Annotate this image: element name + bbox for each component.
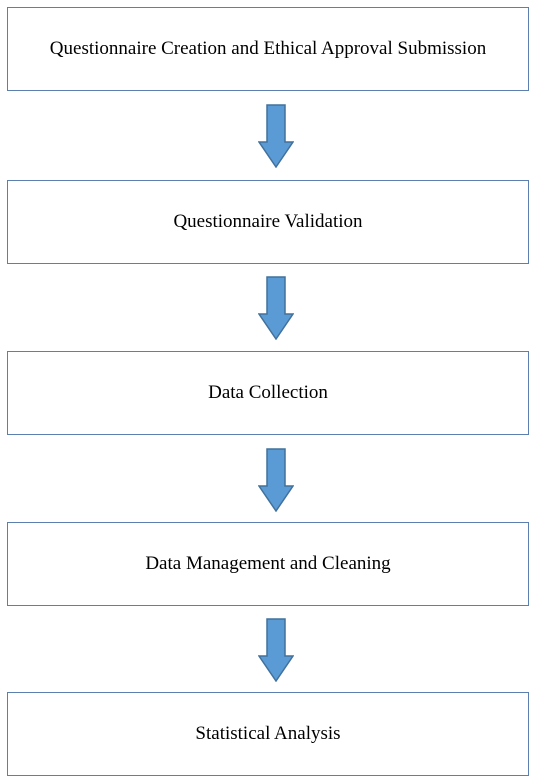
step-label: Data Management and Cleaning: [145, 553, 391, 574]
step-label: Questionnaire Creation and Ethical Appro…: [49, 38, 487, 59]
step-label: Questionnaire Validation: [173, 211, 363, 232]
down-arrow-icon: [258, 276, 294, 340]
step-label: Data Collection: [208, 382, 328, 403]
step-box-questionnaire-validation: Questionnaire Validation: [7, 180, 529, 264]
down-arrow-icon: [258, 448, 294, 512]
step-box-questionnaire-creation: Questionnaire Creation and Ethical Appro…: [7, 7, 529, 91]
step-box-statistical-analysis: Statistical Analysis: [7, 692, 529, 776]
step-label: Statistical Analysis: [195, 723, 341, 744]
step-box-data-collection: Data Collection: [7, 351, 529, 435]
step-box-data-management: Data Management and Cleaning: [7, 522, 529, 606]
down-arrow-icon: [258, 104, 294, 168]
down-arrow-icon: [258, 618, 294, 682]
